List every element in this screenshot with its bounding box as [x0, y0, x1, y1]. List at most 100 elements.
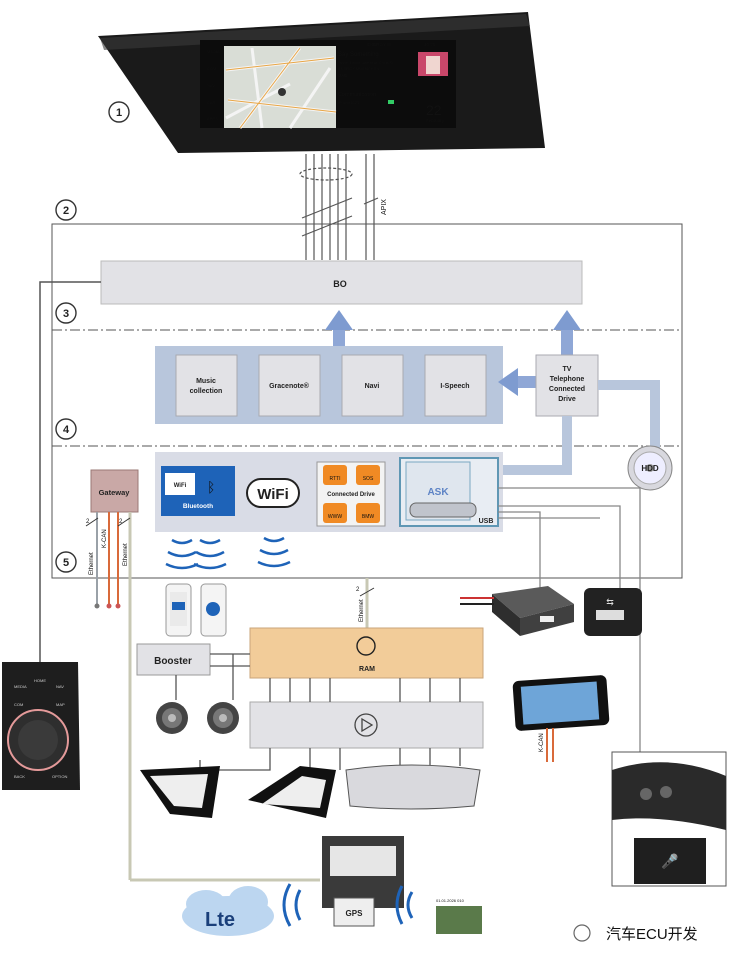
- bmw-icon: BMW: [362, 514, 375, 520]
- gw-wire-count-1: 2: [86, 519, 90, 525]
- gateway-block: Gateway: [90, 469, 139, 513]
- wifi-label: WiFi: [257, 486, 289, 503]
- screen-info: ENERGY M 10:05 Say Something Justin Timb…: [338, 42, 448, 123]
- dab-label: DAB: [338, 73, 347, 78]
- gw-wire-count-2: 2: [119, 519, 123, 525]
- controller-cable: [39, 281, 101, 680]
- key-map: MAP: [56, 702, 65, 707]
- speakers: [156, 702, 239, 734]
- key-nav: NAV: [56, 684, 64, 689]
- key-option: OPTION: [52, 774, 67, 779]
- microphone-icon: 🎤: [661, 852, 679, 870]
- key-media: MEDIA: [14, 684, 27, 689]
- hdd-disc: HDD: [627, 445, 673, 491]
- music-label-line1: Music: [196, 378, 216, 385]
- gps-module: GPS: [322, 836, 404, 927]
- song-title: Say Something: [338, 52, 379, 58]
- callout-5: 5: [55, 551, 77, 573]
- svg-text:4: 4: [63, 424, 70, 436]
- gw-ethernet-label: Ethernet: [89, 552, 95, 575]
- svg-text:2: 2: [63, 205, 69, 217]
- arrow-tv-to-bo: [553, 310, 581, 358]
- connected-drive-module: RTTI SOS WWW BMW Connected Drive: [316, 461, 386, 527]
- bluetooth-label: Bluetooth: [183, 503, 213, 510]
- usb-icon: ⇆: [606, 597, 614, 607]
- audio-wiring: [175, 653, 461, 801]
- rear-kcan-label: K-CAN: [539, 733, 545, 752]
- callout-3: 3: [55, 302, 77, 324]
- hdd-label: HDD: [641, 464, 659, 473]
- svg-text:1: 1: [116, 107, 122, 119]
- menu-car: CAR: [207, 100, 216, 105]
- smartphones: [165, 583, 227, 637]
- bluetooth-icon: ᛒ: [207, 479, 215, 495]
- services-panel: Music collection Gracenote® Navi I-Speec…: [155, 346, 503, 424]
- svg-text:TV: TV: [563, 366, 572, 373]
- lte-cloud: Lte: [182, 886, 274, 936]
- key-com: COM: [14, 702, 23, 707]
- rtti-icon: RTTI: [329, 476, 340, 482]
- window-antennas: [140, 764, 481, 818]
- watermark: 汽车ECU开发: [573, 924, 698, 943]
- apix-label: APIX: [381, 199, 388, 215]
- arrow-tv-to-panel: [498, 368, 538, 396]
- radio-wave-icons: [165, 536, 291, 570]
- svg-text:5: 5: [63, 557, 69, 569]
- comm-title: Communication: [338, 92, 376, 98]
- light-connections: [500, 380, 660, 475]
- central-display: MEDIA COM NAV CAR APPS ENERGY M 10:05 Sa…: [98, 12, 545, 153]
- tv-telephone-block: TV Telephone Connected Drive: [535, 354, 599, 417]
- gw-ethernet-label-2: Ethernet: [123, 543, 129, 566]
- callout-1: 1: [108, 101, 130, 123]
- gateway-label: Gateway: [99, 488, 131, 497]
- usb-label: USB: [479, 518, 494, 525]
- bt-card-wifi: WiFi: [174, 483, 187, 489]
- navi-label: Navi: [365, 383, 380, 390]
- svg-text:Telephone: Telephone: [550, 376, 585, 383]
- menu-apps: APPS: [207, 116, 218, 121]
- apix-cable: [299, 154, 379, 260]
- music-label-line2: collection: [190, 388, 223, 395]
- gps-waves: [282, 883, 414, 927]
- amplifier-block: [249, 701, 484, 749]
- wifi-logo: WiFi: [246, 478, 300, 508]
- key-back: BACK: [14, 774, 25, 779]
- callout-4: 4: [55, 418, 77, 440]
- ask-label: ASK: [427, 487, 449, 498]
- svg-text:3: 3: [63, 308, 69, 320]
- ispeech-label: I-Speech: [440, 383, 469, 390]
- time-text: 10:05: [424, 42, 436, 47]
- ram-wire-count: 2: [356, 587, 360, 593]
- gracenote-label: Gracenote®: [269, 382, 310, 390]
- date-month: February: [426, 118, 445, 123]
- menu-nav: NAV: [207, 83, 215, 88]
- arrow-services-to-bo: [325, 310, 353, 350]
- menu-media: MEDIA: [207, 49, 220, 54]
- rear-display: [512, 675, 610, 762]
- song-artist: Justin Timberlake feat. Chris St..: [338, 60, 396, 65]
- steering-wheel-panel: 🎤: [611, 751, 727, 887]
- idrive-controller: MEDIA HOME NAV COM MAP BACK OPTION: [2, 662, 80, 790]
- callout-2: 2: [55, 199, 77, 221]
- sos-icon: SOS: [363, 476, 374, 482]
- gateway-cables: [85, 512, 132, 880]
- lte-label: Lte: [205, 909, 235, 931]
- ram-ethernet-label: Ethernet: [359, 599, 365, 622]
- time-signal-board: 01.01.2026 010: [436, 898, 482, 934]
- bo-label: BO: [333, 279, 347, 289]
- status-text: ENERGY M: [367, 42, 391, 47]
- time-signal-text: 01.01.2026 010: [436, 898, 465, 903]
- booster-block: Booster: [136, 643, 211, 676]
- date-day: 22: [426, 102, 442, 118]
- bluetooth-module: WiFi ᛒ Bluetooth: [161, 466, 235, 516]
- screen-menu: MEDIA COM NAV CAR APPS: [207, 49, 220, 121]
- svg-text:Connected: Connected: [549, 386, 585, 393]
- watermark-text: 汽车ECU开发: [606, 926, 698, 943]
- screen-map: [224, 46, 337, 129]
- bo-block: BO: [100, 260, 583, 305]
- menu-com: COM: [207, 66, 216, 71]
- booster-label: Booster: [154, 656, 192, 667]
- key-home: HOME: [34, 678, 46, 683]
- www-icon: WWW: [328, 514, 342, 520]
